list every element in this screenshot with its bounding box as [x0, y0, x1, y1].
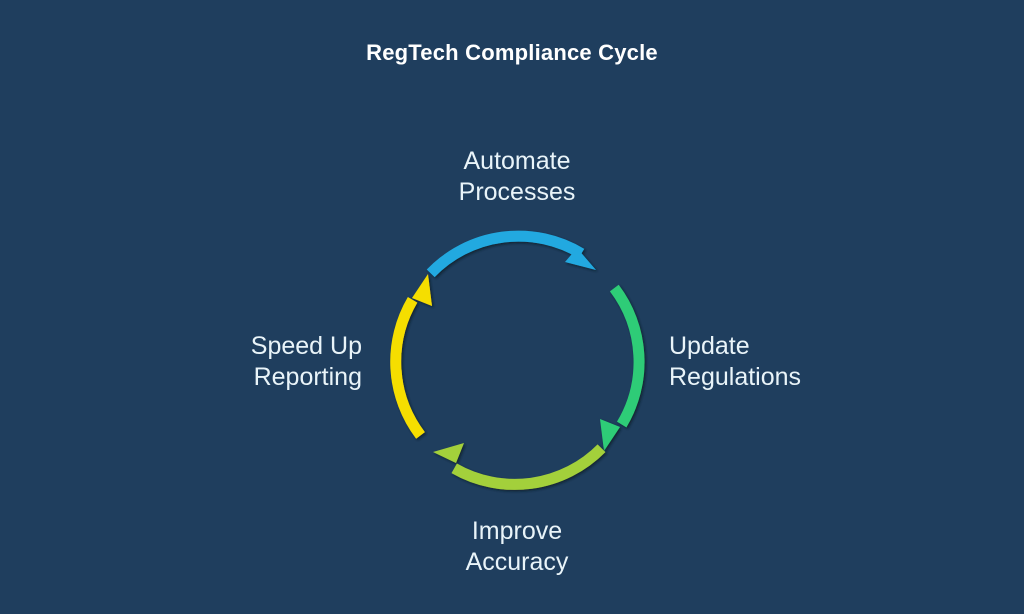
cycle-node-label-automate-processes: Automate Processes [458, 147, 576, 206]
arrow-top-cyan [426, 230, 596, 278]
cycle-node-label-update-regulations: Update Regulations [669, 332, 802, 391]
cycle-node-label-speed-up-reporting: Speed Up Reporting [250, 332, 362, 391]
page-title: RegTech Compliance Cycle [366, 40, 658, 65]
cycle-node-label-improve-accuracy: Improve Accuracy [465, 517, 569, 576]
arrow-bottom-lime [433, 443, 606, 490]
arrow-left-yellow [390, 274, 432, 439]
arrow-right-green [600, 284, 645, 451]
